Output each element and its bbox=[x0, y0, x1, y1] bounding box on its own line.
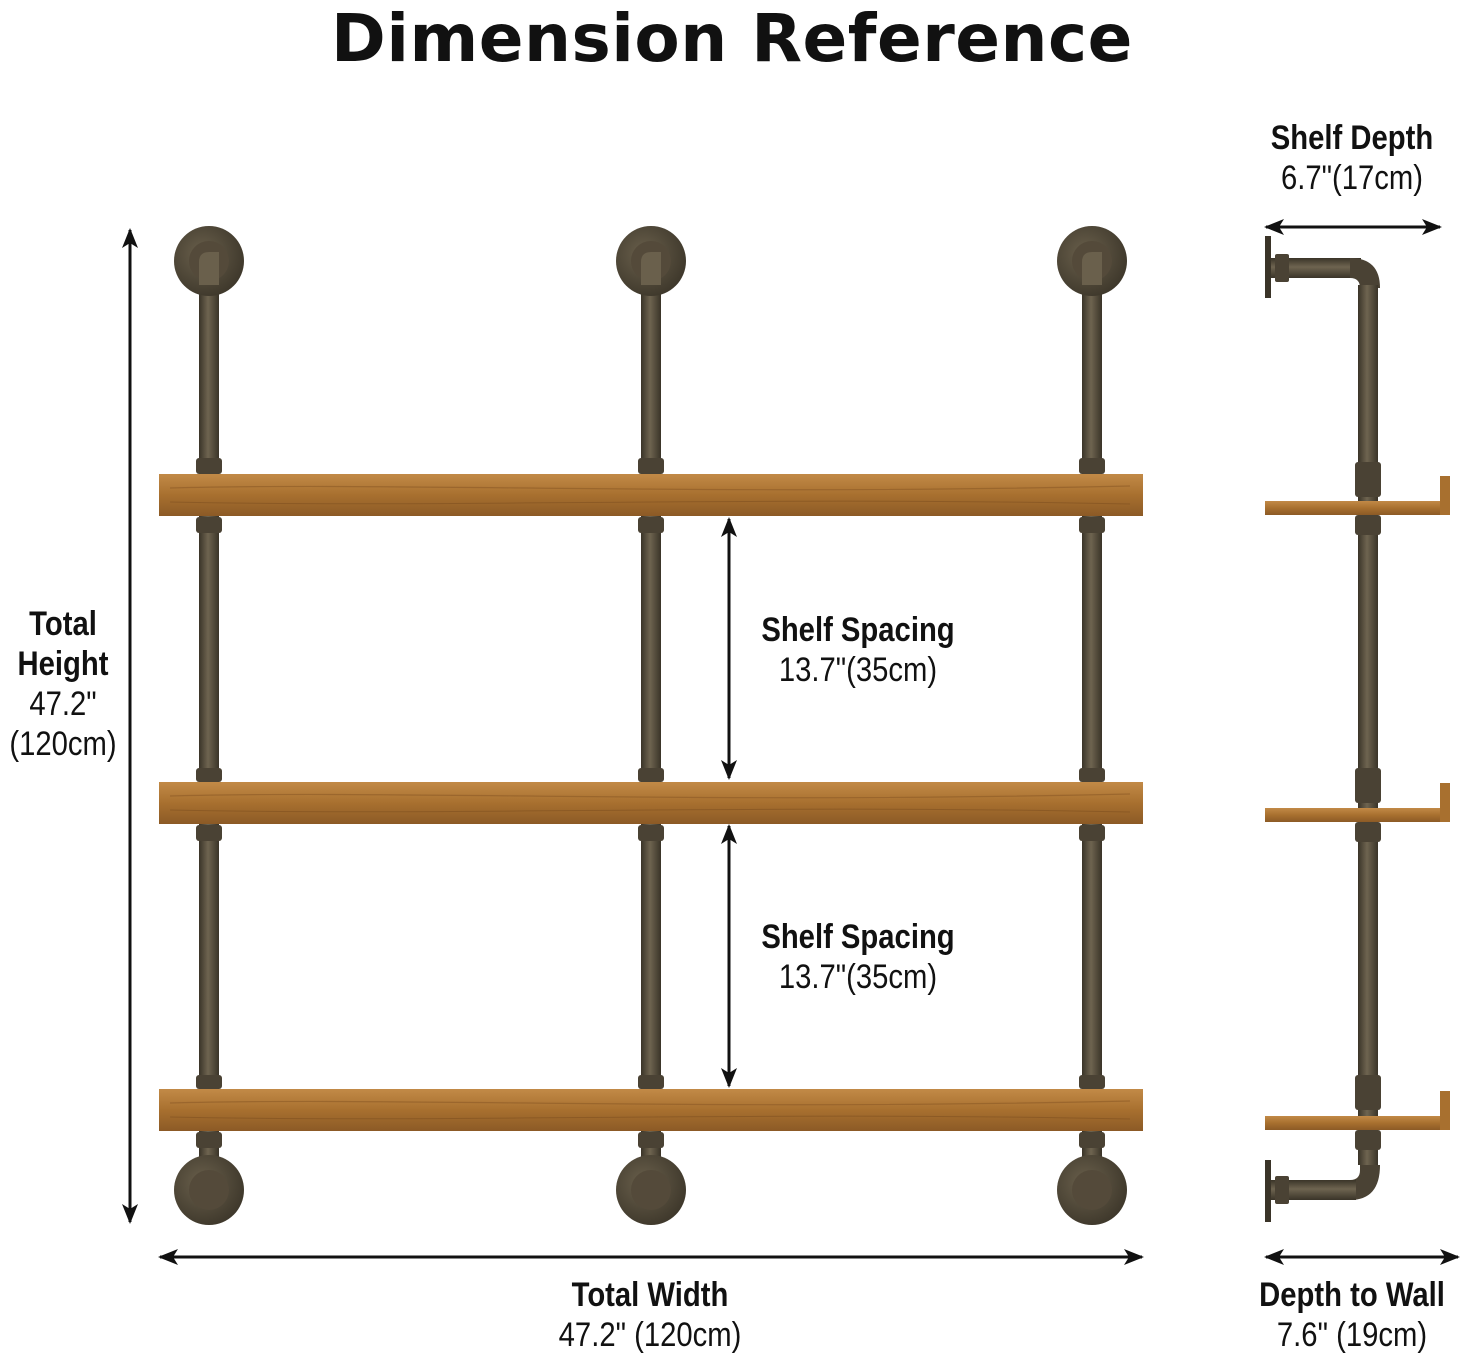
depth-to-wall-value: 7.6" (19cm) bbox=[1276, 1316, 1428, 1355]
left-upright bbox=[196, 262, 222, 1187]
total-width-label: Total Width 47.2" (120cm) bbox=[500, 1275, 800, 1355]
side-bottom-shelf bbox=[1265, 1091, 1450, 1130]
depth-to-wall-title: Depth to Wall bbox=[1259, 1276, 1445, 1314]
top-left-flange bbox=[174, 226, 244, 296]
depth-to-wall-label: Depth to Wall 7.6" (19cm) bbox=[1240, 1275, 1464, 1355]
right-upright bbox=[1079, 262, 1105, 1187]
bottom-middle-flange bbox=[616, 1155, 686, 1225]
side-middle-shelf bbox=[1265, 783, 1450, 822]
total-width-title: Total Width bbox=[571, 1276, 729, 1314]
shelf-depth-title: Shelf Depth bbox=[1270, 119, 1434, 157]
shelf-spacing-bottom-label: Shelf Spacing 13.7"(35cm) bbox=[718, 917, 998, 997]
total-height-label-line1: Total bbox=[29, 605, 97, 643]
bottom-wall-plate bbox=[1265, 1160, 1271, 1222]
total-height-label: Total Height 47.2" (120cm) bbox=[0, 604, 126, 764]
middle-shelf bbox=[159, 782, 1143, 824]
top-middle-flange bbox=[616, 226, 686, 296]
total-width-value: 47.2" (120cm) bbox=[558, 1316, 742, 1355]
shelf-spacing-top-label: Shelf Spacing 13.7"(35cm) bbox=[718, 610, 998, 690]
shelf-spacing-top-title: Shelf Spacing bbox=[761, 611, 955, 649]
total-height-value-cm: (120cm) bbox=[9, 725, 117, 764]
bottom-left-flange bbox=[174, 1155, 244, 1225]
total-height-value-in: 47.2" bbox=[29, 685, 97, 724]
bottom-right-flange bbox=[1057, 1155, 1127, 1225]
top-right-flange bbox=[1057, 226, 1127, 296]
middle-upright bbox=[638, 262, 664, 1187]
shelf-spacing-bottom-value: 13.7"(35cm) bbox=[778, 958, 938, 997]
top-shelf bbox=[159, 474, 1143, 516]
shelf-spacing-bottom-title: Shelf Spacing bbox=[761, 918, 955, 956]
shelf-spacing-top-value: 13.7"(35cm) bbox=[778, 651, 938, 690]
total-height-label-line2: Height bbox=[17, 645, 109, 684]
top-wall-plate bbox=[1265, 236, 1271, 298]
page-title: Dimension Reference bbox=[331, 0, 1133, 77]
side-upright bbox=[1358, 285, 1378, 1165]
shelf-depth-value: 6.7"(17cm) bbox=[1280, 159, 1424, 198]
front-view bbox=[122, 226, 1144, 1265]
side-view bbox=[1264, 219, 1460, 1265]
side-top-shelf bbox=[1265, 476, 1450, 515]
shelf-depth-label: Shelf Depth 6.7"(17cm) bbox=[1240, 118, 1464, 198]
bottom-shelf bbox=[159, 1089, 1143, 1131]
